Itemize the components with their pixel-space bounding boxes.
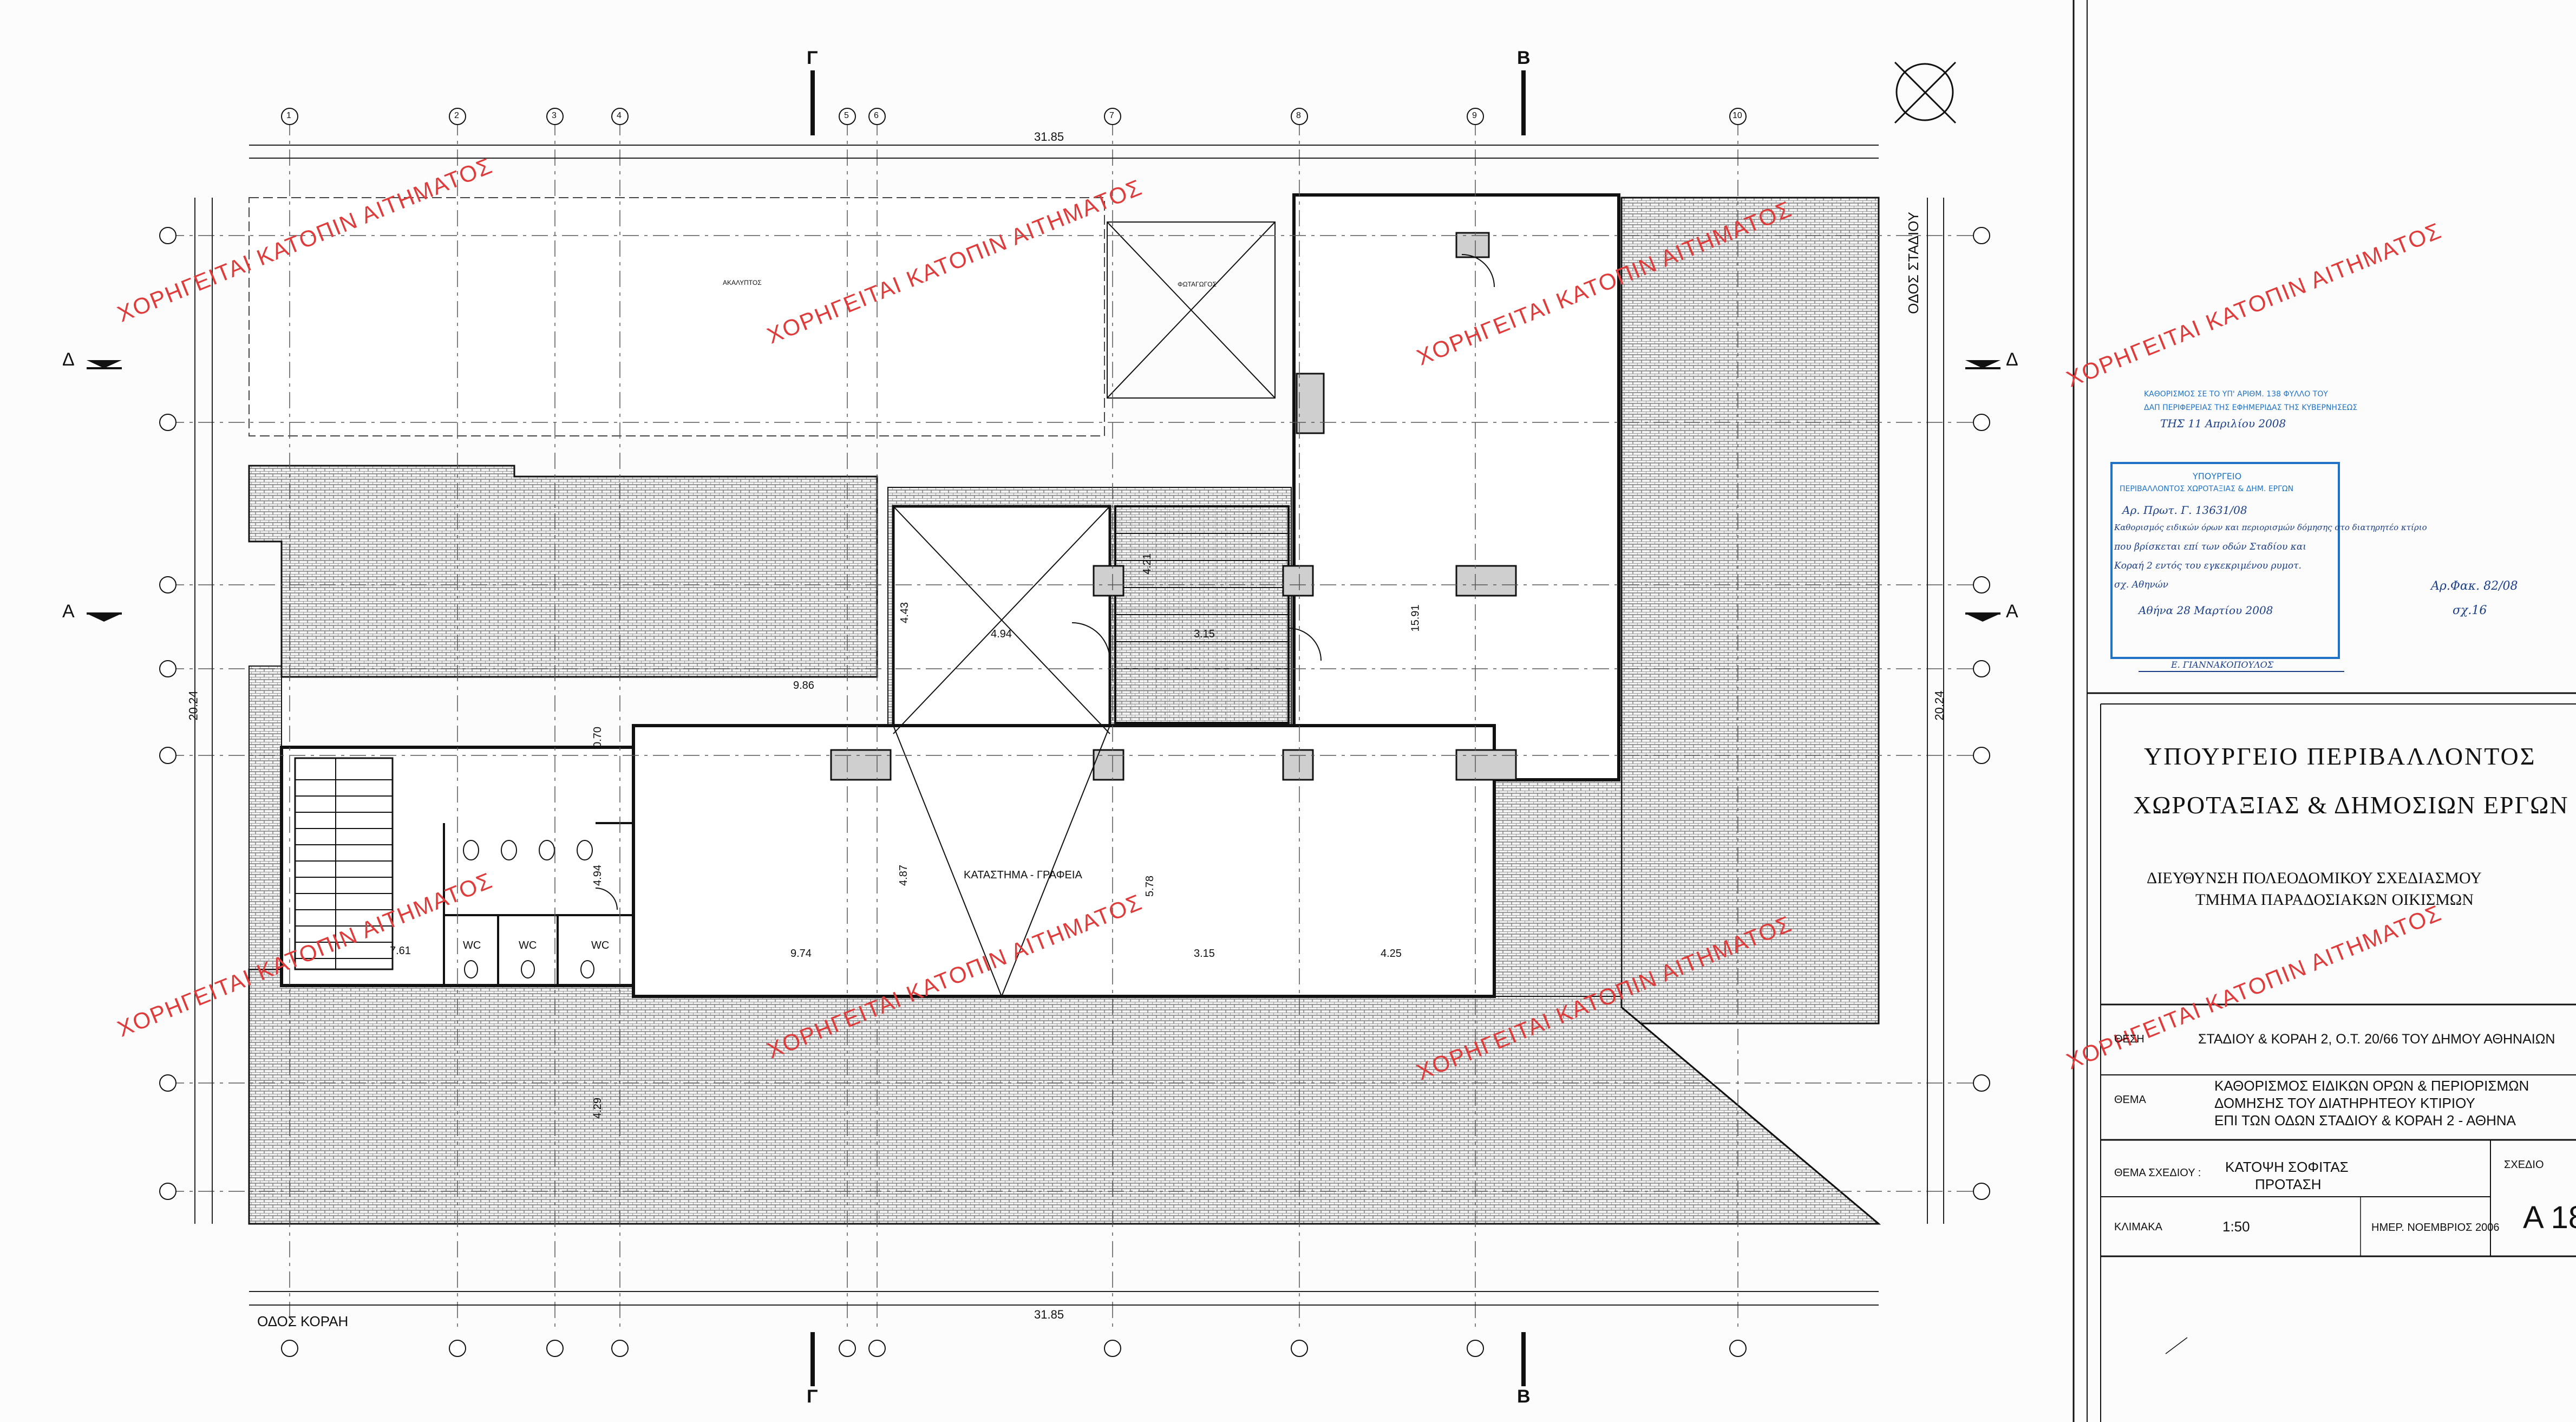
- section-beta-top: Β: [1517, 48, 1531, 68]
- department-2: ΤΜΗΜΑ ΠΑΡΑΔΟΣΙΑΚΩΝ ΟΙΚΙΣΜΩΝ: [2195, 891, 2474, 909]
- thema-sxediou-value-2: ΠΡΟΤΑΣΗ: [2255, 1176, 2322, 1192]
- dim-label: 4.87: [897, 865, 910, 886]
- file-number: Αρ.Φακ. 82/08: [2431, 579, 2518, 593]
- dim-label: 3.15: [1194, 948, 1215, 960]
- dim-label: 4.94: [591, 865, 604, 886]
- dim-label: 5.78: [1143, 876, 1156, 897]
- grid-label-top: 9: [1472, 111, 1477, 120]
- section-delta-left: Δ: [62, 349, 75, 370]
- stair-left: [294, 757, 394, 970]
- thema-sxediou-label: ΘΕΜΑ ΣΧΕΔΙΟΥ :: [2114, 1167, 2201, 1179]
- grid-label-top: 4: [617, 111, 622, 120]
- dim-label: 4.25: [1381, 948, 1402, 960]
- thema-label: ΘΕΜΑ: [2114, 1094, 2146, 1106]
- wc-label: WC: [519, 940, 537, 951]
- stamp-box-title: ΥΠΟΥΡΓΕΙΟ: [2193, 471, 2242, 481]
- dim-label: 9.86: [793, 680, 814, 692]
- grid-bubbles: [159, 108, 1990, 1357]
- grid-label-top: 1: [286, 111, 291, 120]
- roof-tiles-right: [1620, 197, 1880, 1025]
- roof-tiles-upper-left: [248, 465, 878, 678]
- stamp-handwriting: Κοραή 2 εντός του εγκεκριμένου ρυμοτ.: [2114, 560, 2302, 571]
- room-label-shop: ΚΑΤΑΣΤΗΜΑ - ΓΡΑΦΕΙΑ: [964, 869, 1082, 881]
- overall-dim-bottom: 31.85: [1034, 1308, 1064, 1321]
- thesi-label: ΘΕΣΗ: [2114, 1033, 2145, 1045]
- stamp-box-sub: ΠΕΡΙΒΑΛΛΟΝΤΟΣ ΧΩΡΟΤΑΞΙΑΣ & ΔΗΜ. ΕΡΓΩΝ: [2120, 485, 2294, 493]
- axis-lines: [168, 119, 1982, 1332]
- roof-tiles-left-strip: [249, 666, 282, 970]
- section-alpha-right: Α: [2006, 601, 2018, 622]
- dim-label: 0.70: [591, 727, 604, 748]
- thema-value-3: ΕΠΙ ΤΩΝ ΟΔΩΝ ΣΤΑΔΙΟΥ & ΚΟΡΑΗ 2 - ΑΘΗΝΑ: [2214, 1112, 2516, 1129]
- ministry-title-2: ΧΩΡΟΤΑΞΙΑΣ & ΔΗΜΟΣΙΩΝ ΕΡΓΩΝ: [2133, 791, 2569, 819]
- section-beta-bottom: Β: [1517, 1386, 1531, 1407]
- stair-core: [1292, 193, 1620, 781]
- section-gamma-top: Γ: [807, 48, 818, 68]
- stamp-box: [2110, 462, 2340, 659]
- department-1: ΔΙΕΥΘΥΝΣΗ ΠΟΛΕΟΔΟΜΙΚΟΥ ΣΧΕΔΙΑΣΜΟΥ: [2147, 869, 2482, 887]
- sxedio-label: ΣΧΕΔΙΟ: [2504, 1159, 2544, 1171]
- stamp-handwriting: Καθορισμός ειδικών όρων και περιορισμών …: [2114, 523, 2427, 532]
- thema-value-2: ΔΟΜΗΣΗΣ ΤΟΥ ΔΙΑΤΗΡΗΤΕΟΥ ΚΤΙΡΙΟΥ: [2214, 1095, 2475, 1111]
- door-swings: [595, 254, 1495, 910]
- shop-floor: [632, 724, 1496, 998]
- grid-label-top: 5: [844, 111, 849, 120]
- ministry-title-1: ΥΠΟΥΡΓΕΙΟ ΠΕΡΙΒΑΛΛΟΝΤΟΣ: [2144, 742, 2536, 770]
- columns: [830, 232, 1517, 781]
- dim-label: 7.61: [390, 945, 411, 957]
- stamp-handwriting: που βρίσκεται επί των οδών Σταδίου και: [2114, 542, 2306, 552]
- grid-label-top: 3: [552, 111, 557, 120]
- thesi-value: ΣΤΑΔΙΟΥ & ΚΟΡΑΗ 2, Ο.Τ. 20/66 ΤΟΥ ΔΗΜΟΥ …: [2198, 1032, 2555, 1047]
- stamp-handwriting: Αρ. Πρωτ. Γ. 13631/08: [2122, 504, 2247, 517]
- room-label-akalyptos: ΑΚΑΛΥΠΤΟΣ: [723, 279, 762, 286]
- grid-label-top: 8: [1296, 111, 1301, 120]
- dimension-lines: [194, 145, 1944, 1306]
- skylight-lines: [893, 221, 1276, 997]
- thema-value-1: ΚΑΘΟΡΙΣΜΟΣ ΕΙΔΙΚΩΝ ΟΡΩΝ & ΠΕΡΙΟΡΙΣΜΩΝ: [2214, 1078, 2529, 1094]
- grid-label-top: 6: [874, 111, 879, 120]
- sheet-frame: [2072, 0, 2576, 1422]
- overall-dim-right: 20.24: [1932, 690, 1946, 721]
- klimaka-label: ΚΛΙΜΑΚΑ: [2114, 1221, 2162, 1233]
- wc-label: WC: [591, 940, 610, 951]
- north-arrow-icon: [1894, 61, 1957, 124]
- dim-label: 3.15: [1194, 628, 1215, 640]
- dim-label: 15.91: [1409, 604, 1422, 632]
- overall-dim-top: 31.85: [1034, 130, 1064, 143]
- room-label-fotagogos: ΦΩΤΑΓΩΓΟΣ: [1178, 281, 1217, 288]
- wc-partitions: [443, 822, 633, 986]
- section-alpha-left: Α: [62, 601, 75, 622]
- dim-label: 4.29: [591, 1098, 604, 1119]
- grid-label-top: 7: [1109, 111, 1114, 120]
- date-label: ΗΜΕΡ. ΝΟΕΜΒΡΙΟΣ 2006: [2371, 1222, 2500, 1234]
- thema-sxediou-value-1: ΚΑΤΟΨΗ ΣΟΦΙΤΑΣ: [2225, 1159, 2349, 1175]
- sheet-ref: σχ.16: [2453, 604, 2487, 617]
- stamp-line: ΔΑΠ ΠΕΡΙΦΕΡΕΙΑΣ ΤΗΣ ΕΦΗΜΕΡΙΔΑΣ ΤΗΣ ΚΥΒΕΡ…: [2144, 403, 2358, 412]
- stamp-date: ΤΗΣ 11 Απριλίου 2008: [2160, 417, 2286, 430]
- street-stadiou-label: ΟΔΟΣ ΣΤΑΔΙΟΥ: [1905, 212, 1921, 314]
- stamp-line: ΚΑΘΟΡΙΣΜΟΣ ΣΕ ΤΟ ΥΠ' ΑΡΙΘΜ. 138 ΦΥΛΛΟ ΤΟ…: [2144, 390, 2328, 399]
- wc-label: WC: [463, 940, 481, 951]
- dim-label: 9.74: [790, 948, 812, 960]
- street-korai-label: ΟΔΟΣ ΚΟΡΑΗ: [257, 1313, 349, 1329]
- dim-label: 4.94: [991, 628, 1012, 640]
- sxedio-value: Α 18: [2523, 1200, 2576, 1235]
- klimaka-value: 1:50: [2222, 1218, 2250, 1235]
- section-delta-right: Δ: [2006, 349, 2018, 370]
- akalyptos-area: [249, 197, 1105, 436]
- grid-label-top: 2: [454, 111, 459, 120]
- dim-label: 4.43: [898, 602, 911, 623]
- wc-fixtures: [463, 840, 594, 979]
- grid-label-top: 10: [1732, 111, 1742, 120]
- signature-name: Ε. ΓΙΑΝΝΑΚΟΠΟΥΛΟΣ: [2171, 660, 2274, 670]
- stamp-handwriting: σχ. Αθηνών: [2114, 579, 2168, 590]
- overall-dim-left: 20.24: [186, 690, 200, 721]
- section-markers: [87, 70, 2000, 1386]
- stamp-handwriting: Αθήνα 28 Μαρτίου 2008: [2139, 604, 2273, 617]
- section-gamma-bottom: Γ: [807, 1386, 818, 1407]
- dim-label: 4.21: [1141, 553, 1153, 575]
